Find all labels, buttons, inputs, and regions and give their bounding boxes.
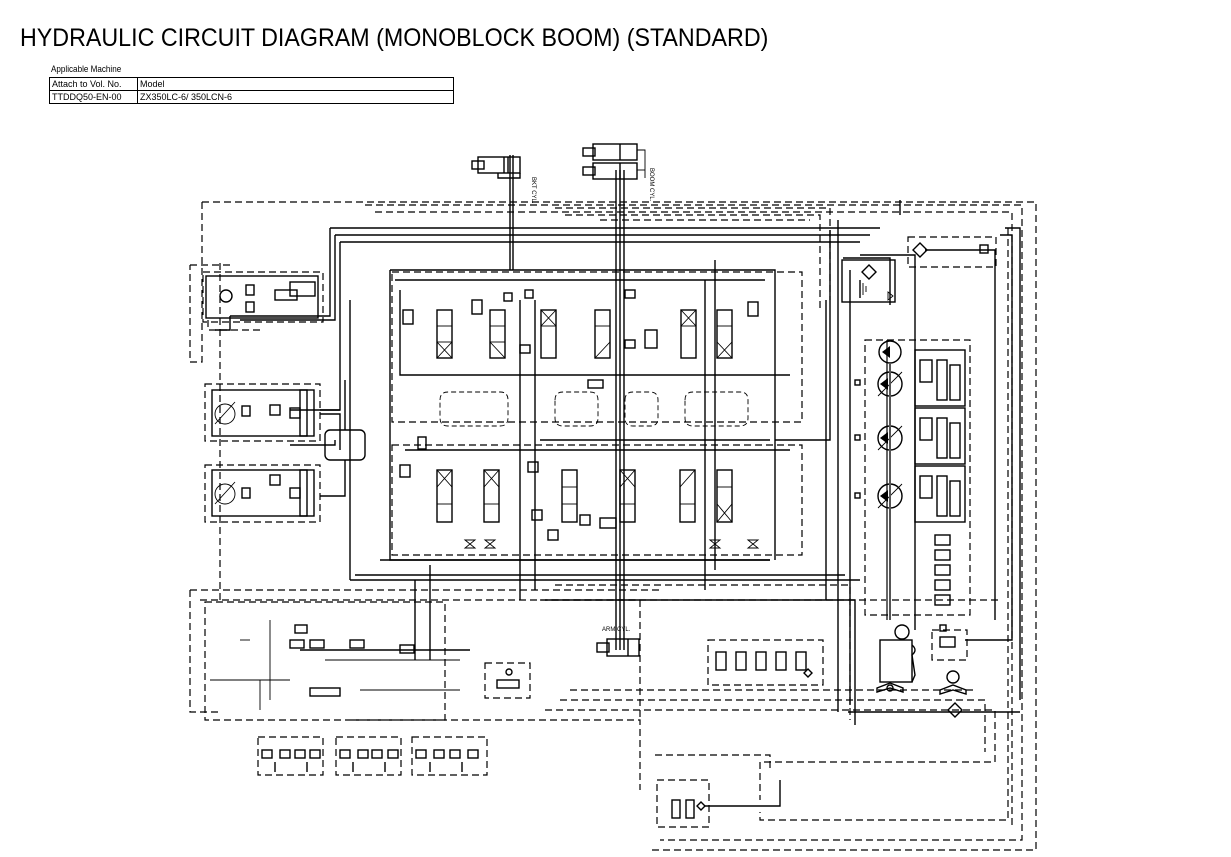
spool-12 [716, 469, 733, 523]
engine [876, 624, 916, 693]
control-valve-upper [391, 271, 803, 427]
hydraulic-tank [841, 259, 896, 303]
spool-5 [680, 309, 697, 359]
spool-7 [436, 469, 453, 523]
signal-control-valve [484, 662, 531, 699]
cell-model: ZX350LC-6/ 350LCN-6 [137, 90, 454, 104]
table-row: TTDDQ50-EN-00 ZX350LC-6/ 350LCN-6 [49, 90, 454, 104]
pilot-lines-outer [189, 201, 1037, 851]
travel-pilot-valve [411, 736, 488, 776]
solenoid-valve-unit [707, 639, 824, 686]
travel-motor-left [204, 383, 321, 442]
spool-8 [483, 469, 500, 523]
bucket-cylinder [471, 156, 521, 179]
pilot-lever-left [257, 736, 324, 776]
pilot-valve-cluster [204, 601, 470, 721]
oil-cooler [907, 236, 997, 268]
pilot-lever-right [335, 736, 402, 776]
spool-11 [679, 469, 696, 523]
travel-motor-right [204, 464, 321, 523]
spool-4 [594, 309, 611, 359]
applicable-machine-label: Applicable Machine [51, 64, 122, 74]
table-header-row: Attach to Vol. No. Model [49, 77, 454, 91]
control-valve-lower [391, 436, 803, 556]
pilot-filter-block [931, 624, 968, 718]
spool-9 [561, 469, 578, 523]
center-joint [320, 413, 366, 497]
page-title: HYDRAULIC CIRCUIT DIAGRAM (MONOBLOCK BOO… [20, 24, 769, 52]
spool-10 [619, 469, 636, 523]
spool-1 [436, 309, 453, 359]
boom-cylinder-pair [582, 143, 646, 180]
spool-3 [540, 309, 557, 359]
cell-vol-no: TTDDQ50-EN-00 [49, 90, 138, 104]
pilot-shutoff-valve [656, 779, 781, 828]
spool-2 [489, 309, 506, 359]
pump-group [854, 339, 971, 620]
boom-cylinder-label: BOOM CYL. [648, 168, 654, 202]
swing-motor-block [202, 271, 324, 331]
arm-cylinder [596, 638, 640, 657]
applicable-machine-table: Attach to Vol. No. Model TTDDQ50-EN-00 Z… [49, 77, 454, 104]
bucket-cylinder-label: BKT CYL. [530, 177, 536, 204]
arm-cylinder-label: ARM CYL. [602, 627, 631, 633]
spool-6 [716, 309, 733, 359]
